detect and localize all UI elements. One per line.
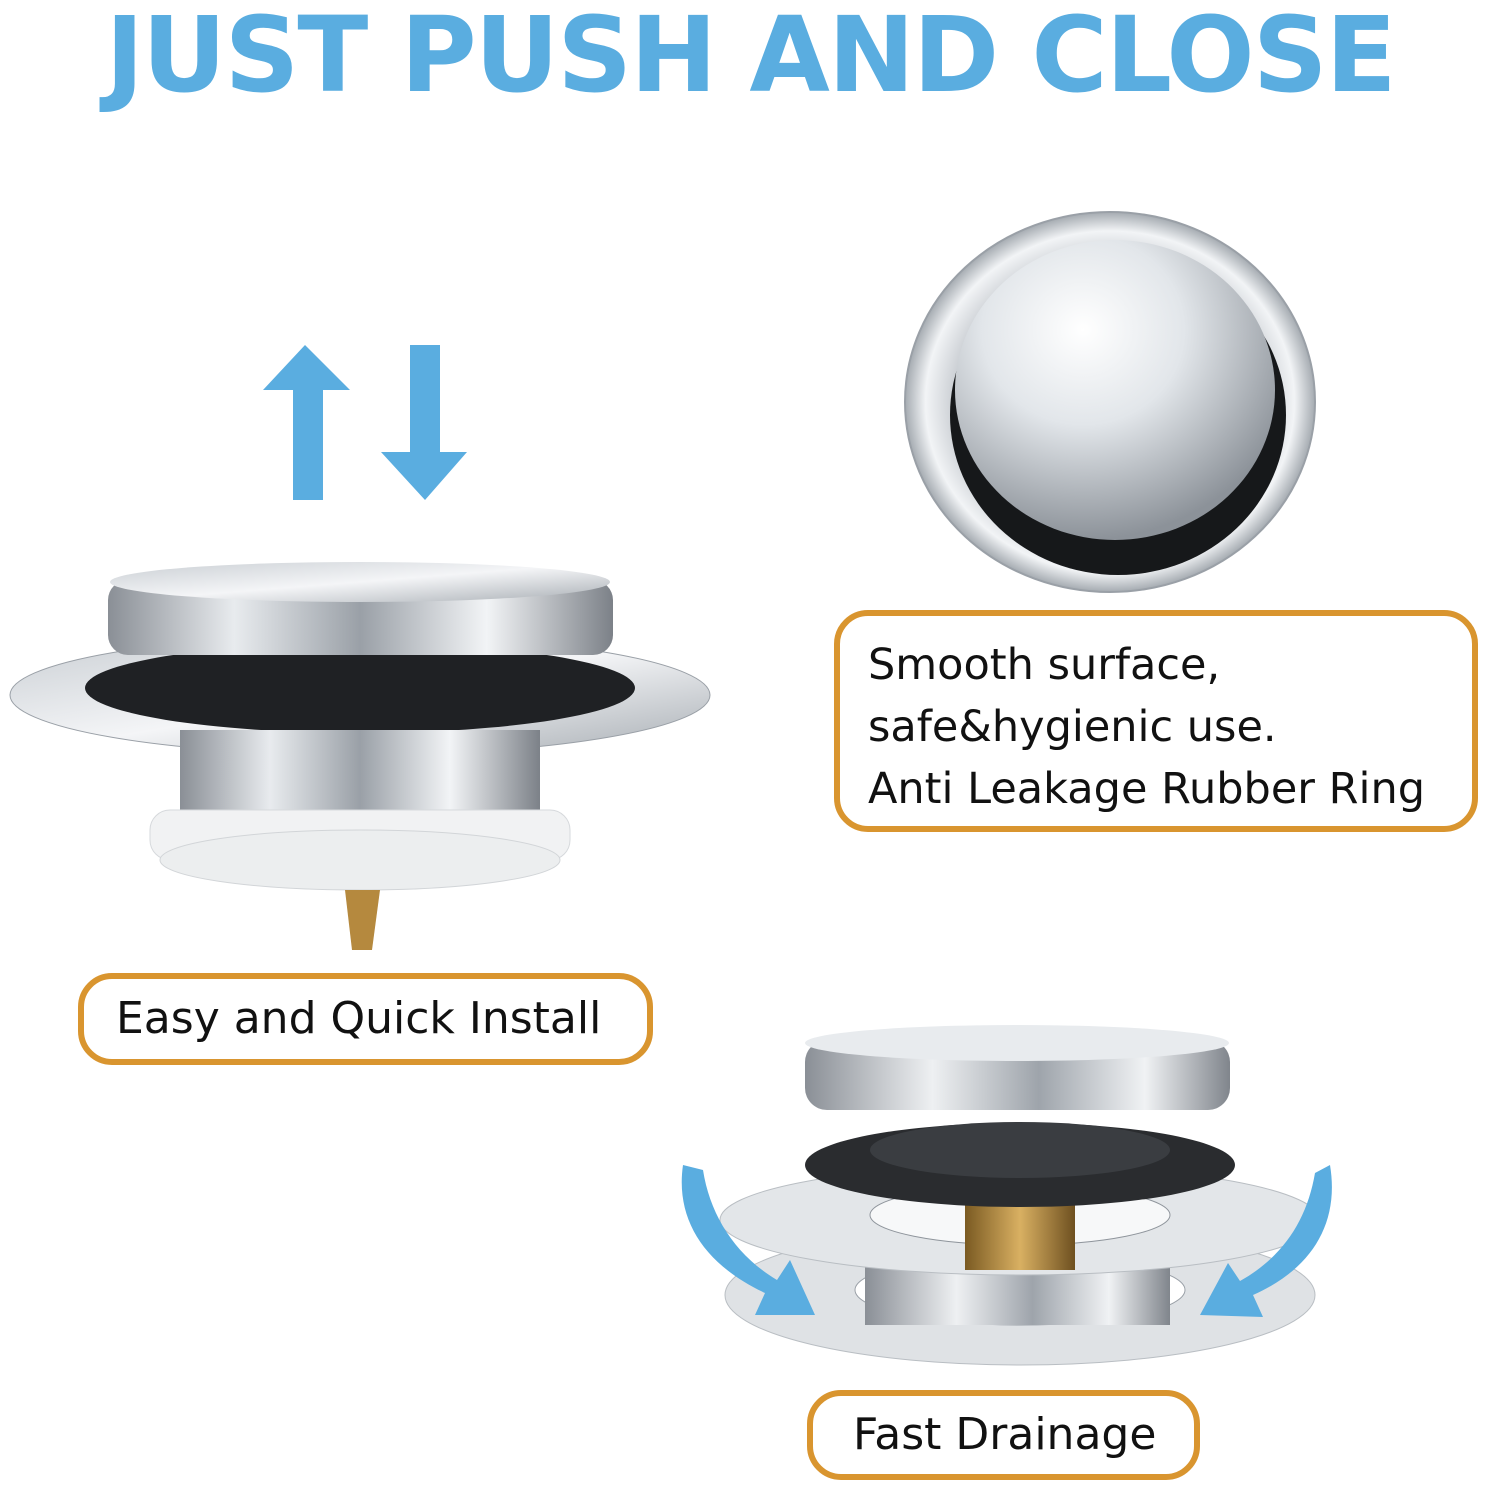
feature-fast-drainage: Fast Drainage <box>807 1390 1200 1480</box>
push-arrows <box>263 345 467 500</box>
stopper-drainage-image <box>681 1025 1332 1366</box>
stopper-top-view-image <box>904 211 1316 593</box>
feature-smooth-line-2: safe&hygienic use. <box>868 702 1277 752</box>
arrow-up-icon <box>263 345 350 500</box>
feature-drainage-text: Fast Drainage <box>853 1409 1157 1460</box>
arrow-down-icon <box>381 345 467 500</box>
feature-smooth-line-1: Smooth surface, <box>868 640 1221 690</box>
feature-smooth-surface: Smooth surface, safe&hygienic use. Anti … <box>834 610 1478 832</box>
curved-arrow-right-icon <box>1200 1165 1332 1317</box>
stopper-side-image <box>9 562 711 950</box>
feature-easy-install: Easy and Quick Install <box>78 973 653 1065</box>
headline: JUST PUSH AND CLOSE <box>105 0 1396 116</box>
curved-arrow-left-icon <box>681 1165 815 1315</box>
feature-install-text: Easy and Quick Install <box>116 993 602 1044</box>
feature-smooth-line-3: Anti Leakage Rubber Ring <box>868 764 1426 814</box>
